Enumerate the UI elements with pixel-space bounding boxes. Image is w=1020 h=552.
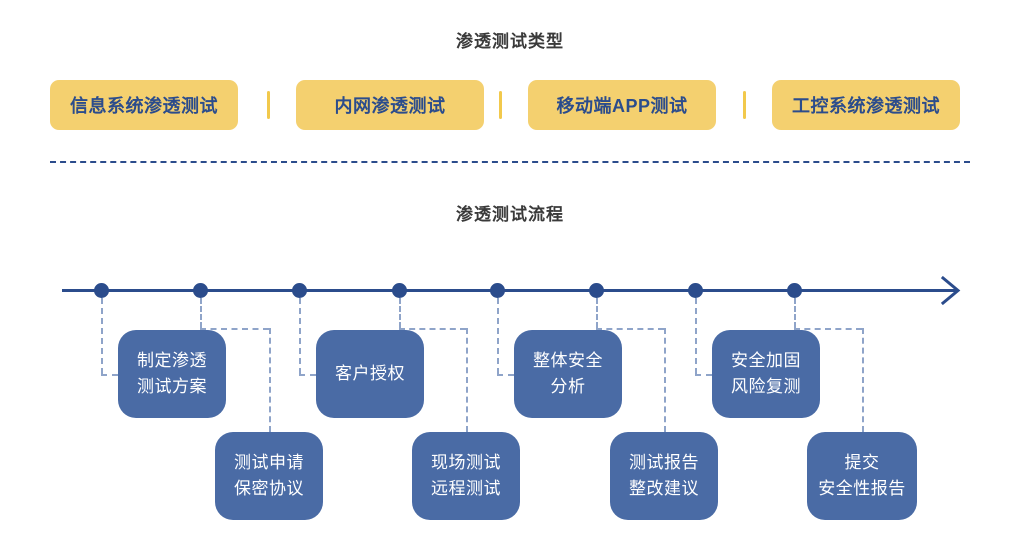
- pill-separator-3: [743, 91, 746, 119]
- flow-step-label-line1: 现场测试: [431, 452, 501, 472]
- connector-horizontal-6: [596, 328, 664, 330]
- timeline-dot-4[interactable]: [392, 283, 407, 298]
- connector-vertical-b-2: [269, 328, 271, 432]
- flow-step-box-8[interactable]: 提交安全性报告: [807, 432, 917, 520]
- flow-step-label-line2: 整改建议: [629, 479, 699, 498]
- flow-step-label-line2: 远程测试: [431, 479, 501, 498]
- connector-vertical-a-8: [794, 298, 796, 328]
- connector-vertical-7: [695, 298, 697, 374]
- connector-horizontal-3: [299, 374, 316, 376]
- flow-section-title: 渗透测试流程: [456, 205, 564, 224]
- flow-step-box-7[interactable]: 安全加固风险复测: [712, 330, 820, 418]
- timeline-dot-7[interactable]: [688, 283, 703, 298]
- connector-horizontal-4: [399, 328, 466, 330]
- flow-timeline: 制定渗透测试方案测试申请保密协议 客户授权现场测试远程测试 整体安全分析测试报告整改…: [0, 250, 1020, 552]
- flow-step-box-5[interactable]: 整体安全分析: [514, 330, 622, 418]
- timeline-dot-6[interactable]: [589, 283, 604, 298]
- pill-separator-1: [267, 91, 270, 119]
- type-pill-2[interactable]: 内网渗透测试: [296, 80, 484, 130]
- connector-vertical-a-2: [200, 298, 202, 328]
- flow-step-label-line1: 测试报告: [629, 452, 699, 472]
- arrow-right-icon: [940, 275, 961, 306]
- flow-step-label-line1: 制定渗透: [137, 350, 207, 370]
- type-pill-1[interactable]: 信息系统渗透测试: [50, 80, 238, 130]
- connector-vertical-a-6: [596, 298, 598, 328]
- flow-step-box-4[interactable]: 现场测试远程测试: [412, 432, 520, 520]
- connector-vertical-b-4: [466, 328, 468, 432]
- connector-horizontal-8: [794, 328, 862, 330]
- flow-step-label-line1: 客户授权: [335, 363, 405, 383]
- timeline-dot-3[interactable]: [292, 283, 307, 298]
- flow-step-box-6[interactable]: 测试报告整改建议: [610, 432, 718, 520]
- connector-vertical-b-6: [664, 328, 666, 432]
- timeline-dot-8[interactable]: [787, 283, 802, 298]
- flow-step-label-line2: 风险复测: [731, 377, 801, 396]
- flow-step-label-line1: 提交: [844, 452, 880, 472]
- connector-vertical-1: [101, 298, 103, 374]
- timeline-dot-5[interactable]: [490, 283, 505, 298]
- flow-step-box-2[interactable]: 测试申请保密协议: [215, 432, 323, 520]
- connector-horizontal-7: [695, 374, 712, 376]
- section-divider: [50, 161, 970, 163]
- connector-horizontal-2: [200, 328, 269, 330]
- type-pill-row: 信息系统渗透测试 内网渗透测试移动端APP测试 工控系统渗透测试: [50, 80, 970, 130]
- flow-step-label-line2: 分析: [550, 377, 586, 396]
- timeline-dot-1[interactable]: [94, 283, 109, 298]
- connector-vertical-b-8: [862, 328, 864, 432]
- type-pill-4[interactable]: 工控系统渗透测试: [772, 80, 960, 130]
- connector-horizontal-5: [497, 374, 514, 376]
- flow-step-label-line2: 测试方案: [137, 377, 207, 396]
- timeline-dot-2[interactable]: [193, 283, 208, 298]
- flow-step-label-line2: 保密协议: [234, 479, 304, 498]
- flow-step-label-line1: 测试申请: [234, 452, 304, 472]
- flow-step-box-3[interactable]: 客户授权: [316, 330, 424, 418]
- connector-vertical-5: [497, 298, 499, 374]
- timeline-axis: [62, 289, 957, 292]
- connector-vertical-a-4: [399, 298, 401, 328]
- flow-step-box-1[interactable]: 制定渗透测试方案: [118, 330, 226, 418]
- flow-step-label-line1: 整体安全: [533, 350, 603, 370]
- types-section-title: 渗透测试类型: [456, 32, 564, 51]
- connector-horizontal-1: [101, 374, 118, 376]
- flow-step-label-line2: 安全性报告: [818, 479, 906, 498]
- type-pill-3[interactable]: 移动端APP测试: [528, 80, 716, 130]
- pill-separator-2: [499, 91, 502, 119]
- connector-vertical-3: [299, 298, 301, 374]
- flow-step-label-line1: 安全加固: [731, 350, 801, 370]
